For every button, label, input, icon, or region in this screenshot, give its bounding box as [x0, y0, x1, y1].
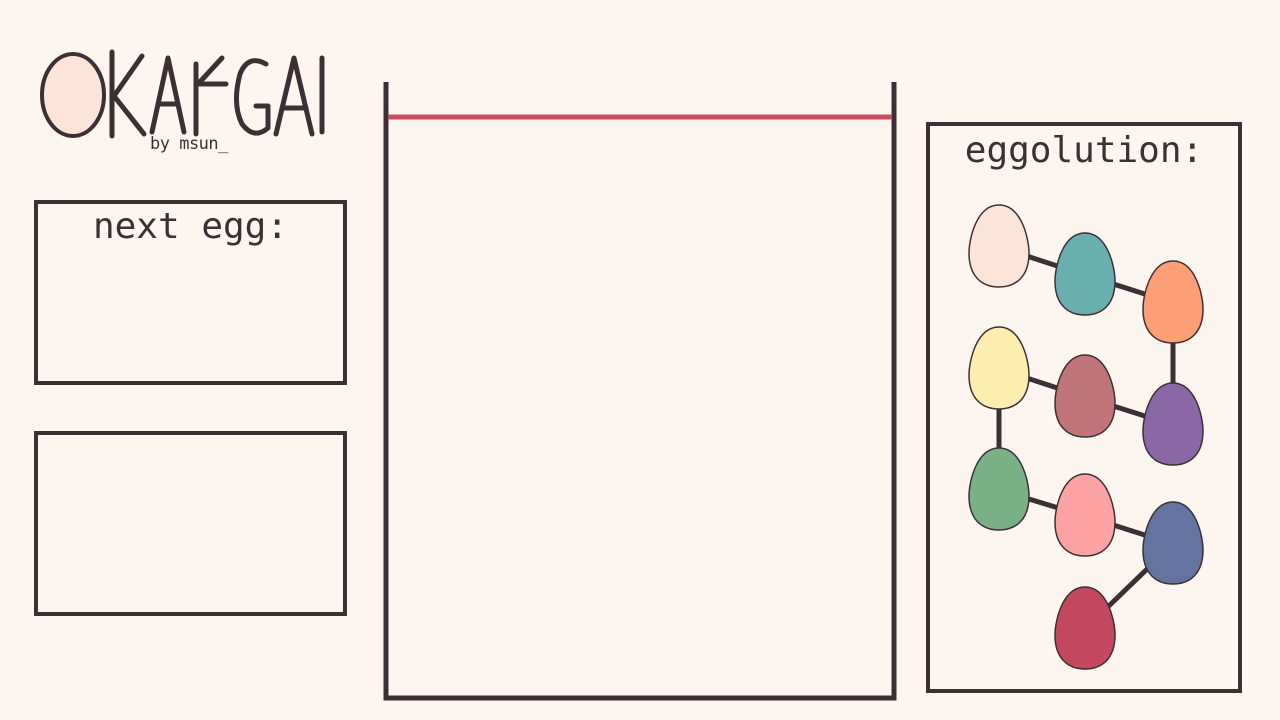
next-egg-title: next egg:	[38, 206, 343, 247]
evolution-eggs	[969, 205, 1203, 669]
next-egg-panel: next egg:	[34, 200, 347, 385]
playfield[interactable]	[380, 78, 900, 704]
playfield-walls	[386, 82, 894, 698]
evolution-egg-7	[969, 448, 1029, 530]
logo-egg-letter-o	[42, 54, 104, 136]
eggolution-chart	[930, 126, 1238, 689]
evolution-egg-6	[969, 327, 1029, 409]
logo-lettering	[112, 52, 322, 136]
evolution-egg-5	[1055, 355, 1115, 437]
evolution-egg-10	[1055, 587, 1115, 669]
hold-panel	[34, 431, 347, 616]
evolution-egg-1	[969, 205, 1029, 287]
evolution-egg-2	[1055, 233, 1115, 315]
game-logo	[36, 44, 336, 144]
evolution-egg-3	[1143, 261, 1203, 343]
evolution-egg-8	[1055, 474, 1115, 556]
evolution-egg-9	[1143, 502, 1203, 584]
byline: by msun_	[150, 134, 228, 154]
evolution-egg-4	[1143, 383, 1203, 465]
